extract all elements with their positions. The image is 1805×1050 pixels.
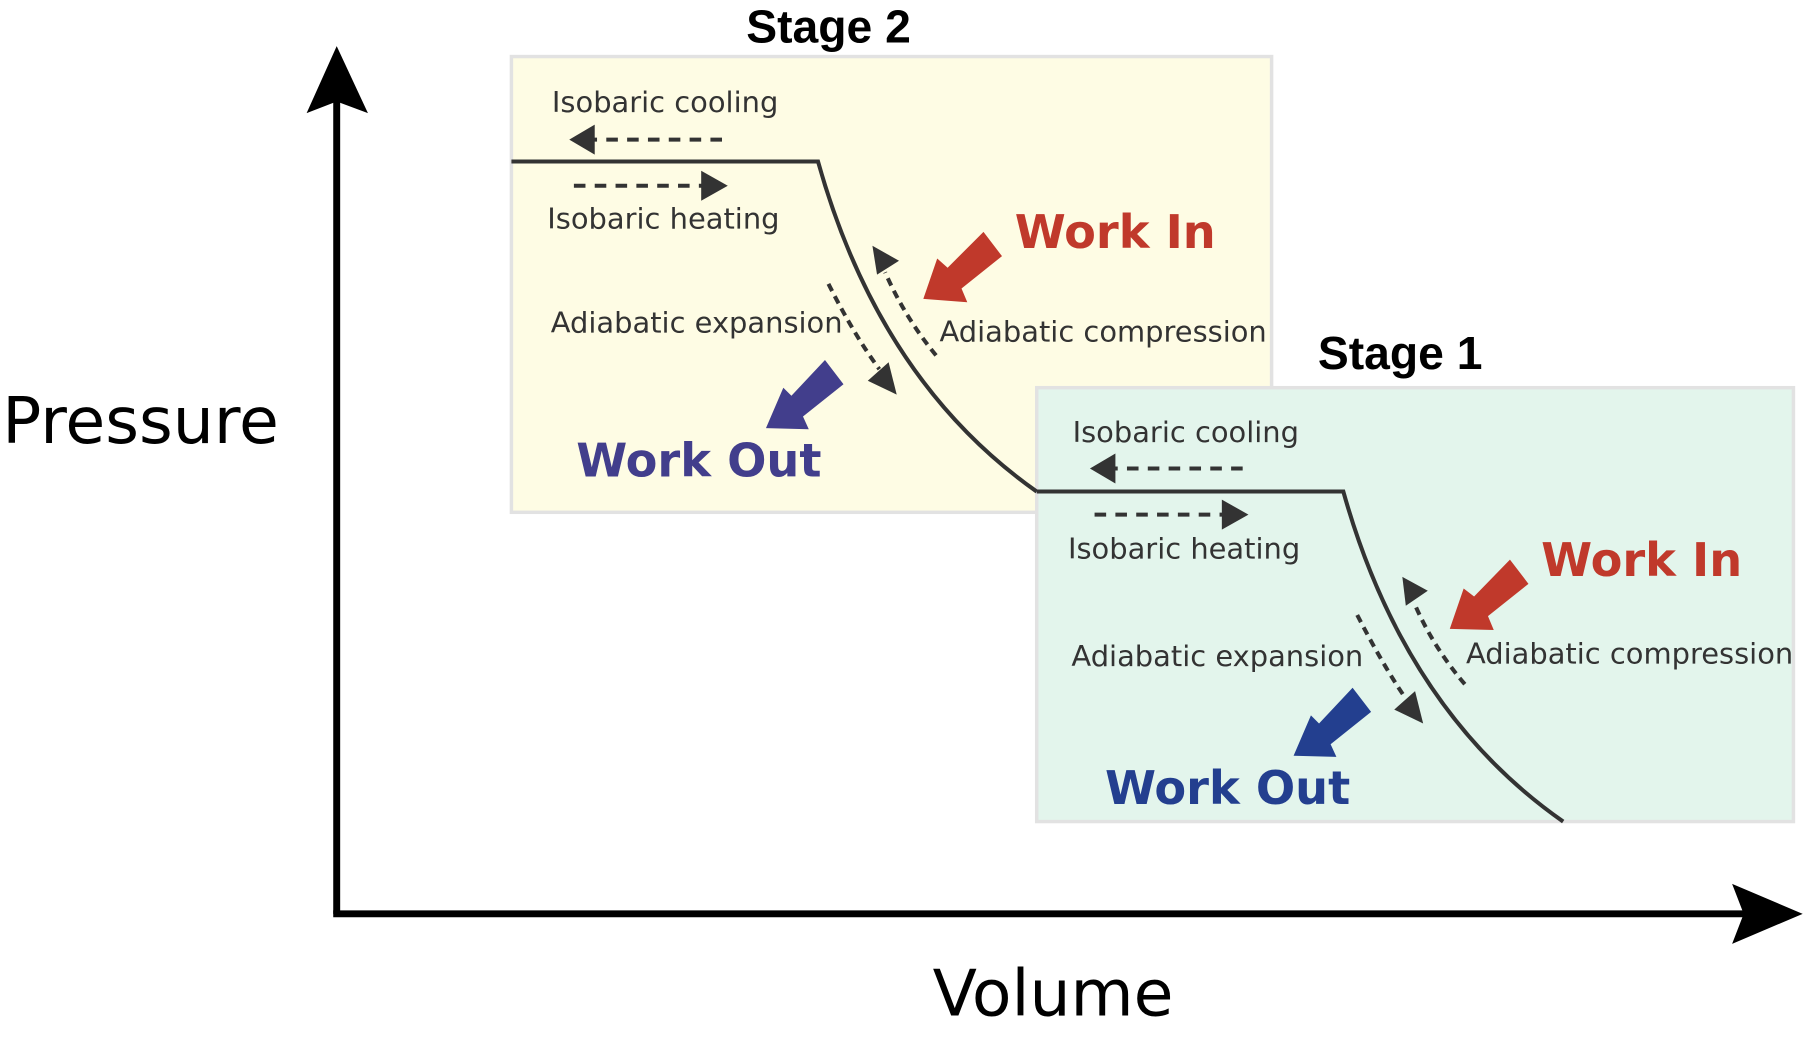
stage2-process-curve xyxy=(511,159,1038,494)
stage2-expansion-arrow-line xyxy=(826,282,881,371)
stage2-cooling-arrow-icon xyxy=(569,124,595,155)
stage1-expansion-arrow-line xyxy=(1355,614,1407,699)
stage2-isobaric-cooling-label: Isobaric cooling xyxy=(552,85,778,119)
stage1-title: Stage 1 xyxy=(1318,327,1483,379)
stage1-adiabatic-compression-label: Adiabatic compression xyxy=(1466,636,1793,670)
stage1-work-out-arrow-icon xyxy=(1293,687,1372,757)
stage2-work-in-arrow-icon xyxy=(923,231,1003,303)
stage2-work-out-arrow-icon xyxy=(765,360,844,430)
stage1-cooling-arrow-icon xyxy=(1089,453,1116,484)
stage1-work-in-label: Work In xyxy=(1541,533,1742,587)
stage1-work-out-label: Work Out xyxy=(1105,761,1350,815)
y-axis-label: Pressure xyxy=(2,384,279,459)
stage2-work-in-label: Work In xyxy=(1015,205,1216,259)
stage2-adiabatic-compression-label: Adiabatic compression xyxy=(940,315,1267,349)
stage1-isobaric-cooling-label: Isobaric cooling xyxy=(1073,415,1299,449)
stage2-expansion-arrow-icon xyxy=(867,362,897,395)
x-axis-label: Volume xyxy=(933,956,1174,1031)
stage2-compression-arrow-icon xyxy=(872,245,900,275)
stage1-adiabatic-expansion-label: Adiabatic expansion xyxy=(1071,639,1363,673)
stage1-isobaric-heating-label: Isobaric heating xyxy=(1068,531,1300,565)
stage2-isobaric-heating-label: Isobaric heating xyxy=(547,201,779,235)
stage2-heating-arrow-icon xyxy=(701,170,728,201)
stage1-work-in-arrow-icon xyxy=(1449,559,1529,630)
stage2-adiabatic-expansion-label: Adiabatic expansion xyxy=(551,305,843,339)
stage2-compression-arrow-line xyxy=(883,271,938,357)
stage1-compression-arrow-line xyxy=(1412,601,1467,686)
y-axis-arrow-icon xyxy=(306,46,368,114)
stage2-work-out-label: Work Out xyxy=(576,434,821,488)
stage2-title: Stage 2 xyxy=(746,1,911,53)
stage1-heating-arrow-icon xyxy=(1221,499,1249,530)
stage1-process-curve xyxy=(1036,489,1565,824)
stage1-box xyxy=(1034,385,1796,824)
x-axis-arrow-icon xyxy=(1732,883,1803,944)
stage1-compression-arrow-icon xyxy=(1402,576,1428,606)
stage1-expansion-arrow-icon xyxy=(1394,691,1424,724)
